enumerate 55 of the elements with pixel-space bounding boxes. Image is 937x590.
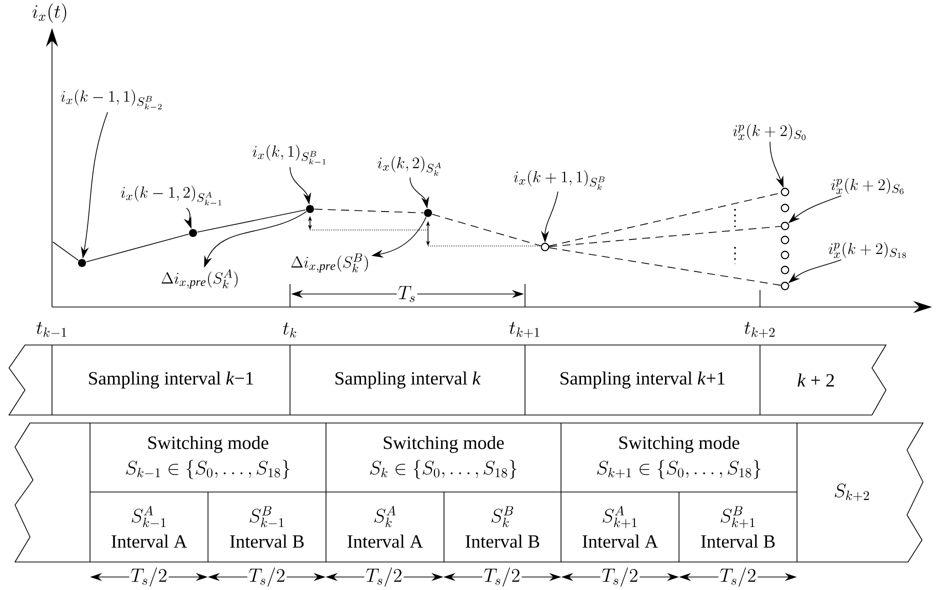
dimension-label: $T_s$	[396, 284, 418, 304]
circle-marker	[540, 242, 550, 252]
tick-label: $t_{k-1}$	[36, 322, 66, 337]
interval-label: k + 2	[798, 374, 834, 386]
axis-label: $i_x(t)$	[32, 3, 66, 23]
callout-label: $i_x(k,1)_{S^B_{k-1}}$	[252, 144, 326, 164]
tick-label: $t_{k+2}$	[744, 322, 775, 338]
circle-marker	[780, 204, 790, 212]
mode-label: $S^B_k$ Interval B	[466, 506, 540, 548]
callout-label: $i^p_x(k+2)_{S_0}$	[733, 124, 806, 140]
trajectory-line	[432, 214, 542, 246]
callout-label: $i^p_x(k+2)_{S_6}$	[831, 178, 904, 194]
mode-label: Switching mode $S_{k-1} \in \{S_0, \ldots, S_{18}\}$	[126, 436, 290, 480]
mode-label: Switching mode $S_k \in \{S_0, \ldots, S_{18}\}$	[370, 436, 517, 480]
circle-marker	[780, 236, 790, 244]
callout-label: $\Delta i_{x,\mathit{pre}}(S^B_k)$	[291, 254, 368, 272]
dimension-label: $T_s/2$	[129, 566, 169, 588]
tick-label: $t_k$	[283, 322, 296, 338]
data-point	[78, 259, 86, 267]
circle-marker	[780, 188, 790, 196]
mode-label: $S^A_{k+1}$ Interval A	[582, 506, 658, 548]
trajectory-line	[314, 208, 424, 214]
callout-label: $i_x(k,2)_{S^A_k}$	[378, 156, 442, 176]
callout-label: $i_x(k-1,2)_{S^A_{k-1}}$	[120, 186, 222, 206]
data-point	[424, 209, 432, 217]
mode-label: Switching mode $S_{k+1} \in \{S_0, \ldots, S_{18}\}$	[597, 436, 761, 480]
interval-label: Sampling interval k−1	[89, 372, 254, 388]
dimension-label: $T_s/2$	[600, 566, 640, 588]
mode-label: $S^B_{k+1}$ Interval B	[701, 506, 775, 548]
trajectory-line	[52, 242, 79, 261]
circle-marker	[780, 266, 790, 274]
mode-label: $S^A_{k-1}$ Interval A	[112, 506, 187, 548]
dimension-label: $T_s/2$	[482, 566, 522, 588]
dimension-label: $T_s/2$	[247, 566, 287, 588]
mode-label: $S^B_{k-1}$ Interval B	[230, 506, 304, 548]
interval-label: Sampling interval k+1	[560, 372, 725, 388]
callout-label: $\Delta i_{x,\mathit{pre}}(S^A_k)$	[162, 269, 238, 288]
dimension-label: $T_s/2$	[364, 566, 404, 588]
circle-marker	[780, 250, 790, 260]
trajectory-line	[548, 247, 782, 286]
callout-label: $i_x(k-1,1)_{S^B_{k-2}}$	[60, 90, 162, 110]
data-point	[306, 205, 314, 213]
callout-label: $i^p_x(k+2)_{S_{18}}$	[828, 242, 906, 258]
mode-label: $S^A_k$ Interval A	[348, 506, 423, 548]
tick-label: $t_{k+1}$	[510, 322, 540, 338]
callout-label: $i_x(k+1,1)_{S^B_k}$	[514, 170, 605, 190]
trajectory-line	[86, 234, 190, 262]
circle-marker	[780, 282, 790, 290]
trajectory-line	[548, 226, 782, 248]
circle-marker	[780, 222, 790, 230]
mode-label: $S_{k+2}$	[834, 484, 869, 502]
trajectory-line	[196, 209, 306, 233]
data-point	[189, 229, 197, 237]
interval-label: Sampling interval k	[336, 372, 481, 388]
dimension-label: $T_s/2$	[718, 566, 758, 588]
